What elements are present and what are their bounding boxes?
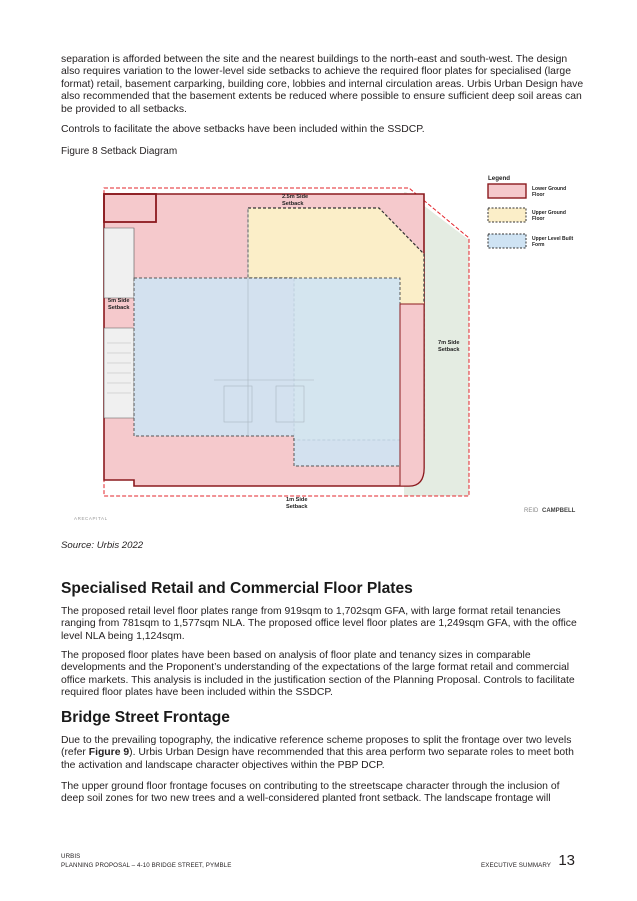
setback-diagram-svg: 2.5m Side Setback 5m Side Setback 7m Sid… [74,175,576,521]
bridge-p1-after: ). Urbis Urban Design have recommended t… [61,747,574,771]
bridge-street-paragraph-2: The upper ground floor frontage focuses … [61,781,560,805]
logo-left: ARECAPITAL [74,516,108,521]
setback-top-line2: Setback [282,201,304,207]
legend-upper-ground-line2: Floor [532,216,545,222]
legend-swatch-upper-level [487,233,527,249]
legend-lower-ground-line1: Lower Ground [532,186,566,192]
intro-paragraph-1: separation is afforded between the site … [61,54,584,115]
setback-left-line1: 5m Side [108,298,129,304]
section-heading-bridge-street: Bridge Street Frontage [61,709,230,726]
figure-9-reference: Figure 9 [88,747,130,759]
legend: Legend Lower Ground Floor Upper Ground F… [487,175,573,249]
bridge-p1-before: Due to the prevailing topography, the in… [61,735,572,759]
stair-lines [107,342,131,394]
figure-source: Source: Urbis 2022 [61,540,144,551]
ramp-area [399,303,425,487]
setback-right-line2: Setback [438,347,460,353]
legend-upper-level-line1: Upper Level Built [532,236,573,242]
corner-detail [103,193,157,223]
figure-caption: Figure 8 Setback Diagram [61,146,178,157]
logo-right-a: REID [524,508,539,514]
legend-swatch-upper-ground [487,207,527,223]
left-adjacent-structure [103,227,135,299]
setback-right-line1: 7m Side [438,340,459,346]
page-number: 13 [558,852,575,869]
footer-section: EXECUTIVE SUMMARY [481,862,552,869]
legend-upper-level-line2: Form [532,242,545,248]
setback-bottom-line2: Setback [286,504,308,510]
floor-plates-paragraph-2: The proposed floor plates have been base… [61,650,575,699]
upper-level-built-form [133,277,401,467]
legend-title: Legend [488,175,510,182]
setback-top-line1: 2.5m Side [282,194,308,200]
legend-upper-ground-line1: Upper Ground [532,210,566,216]
setback-bottom-line1: 1m Side [286,497,307,503]
legend-lower-ground-line2: Floor [532,192,545,198]
footer-org: URBIS [61,853,81,860]
bridge-street-paragraph-1: Due to the prevailing topography, the in… [61,735,585,772]
setback-diagram: 2.5m Side Setback 5m Side Setback 7m Sid… [64,168,584,528]
intro-paragraph-2: Controls to facilitate the above setback… [61,124,425,135]
internal-lines [214,208,314,436]
footer-document: PLANNING PROPOSAL – 4-10 BRIDGE STREET, … [61,862,232,869]
setback-labels: 2.5m Side Setback 5m Side Setback 7m Sid… [108,194,460,510]
setback-left-line2: Setback [108,305,130,311]
logo-right-b: CAMPBELL [542,508,576,514]
legend-swatch-lower-ground [487,183,527,199]
floor-plates-paragraph-1: The proposed retail level floor plates r… [61,606,577,642]
section-heading-floor-plates: Specialised Retail and Commercial Floor … [61,580,413,597]
